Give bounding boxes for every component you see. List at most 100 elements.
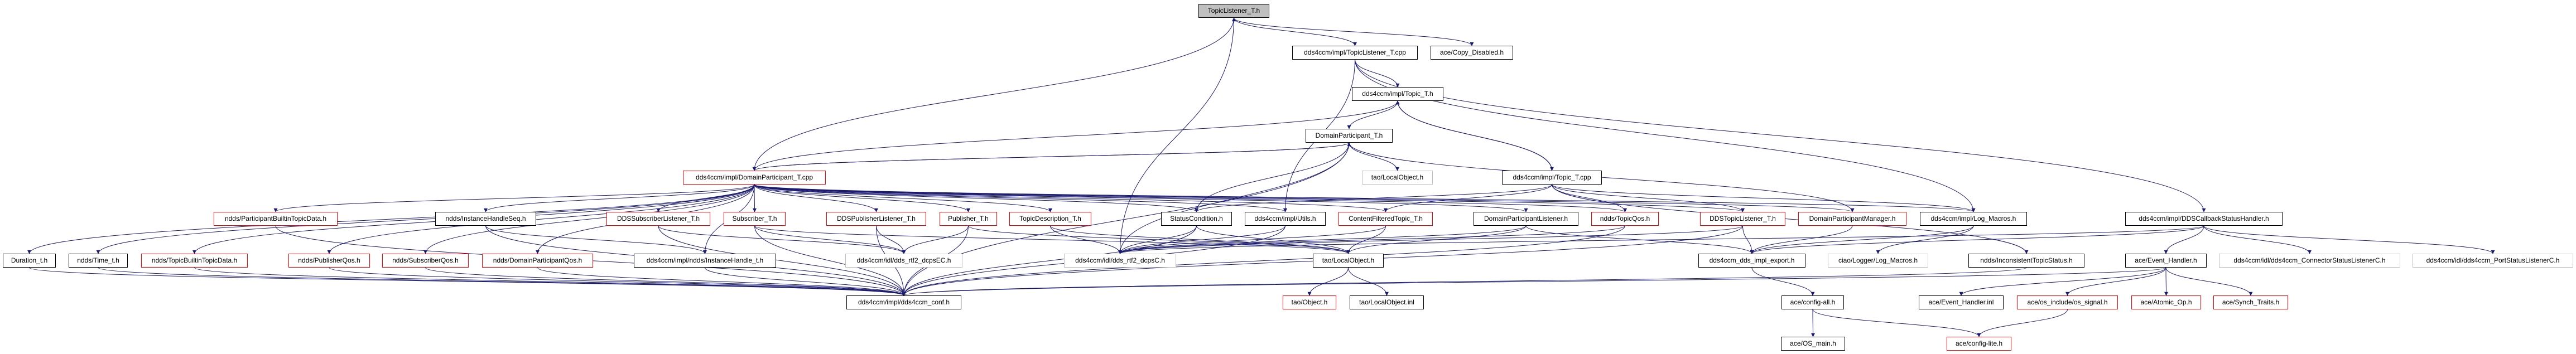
edge-tbtd-to-conf bbox=[194, 267, 906, 296]
edge-tl_h-to-copy bbox=[1234, 17, 1474, 46]
graph-node-topic-cpp[interactable]: dds4ccm/impl/Topic_T.cpp bbox=[1502, 171, 1602, 185]
graph-node-dur[interactable]: Duration_t.h bbox=[3, 254, 56, 268]
edge-logm-to-ciaolog bbox=[1876, 225, 1974, 254]
graph-node-logm[interactable]: dds4ccm/impl/Log_Macros.h bbox=[1920, 212, 2027, 226]
graph-node-connst[interactable]: dds4ccm/idl/dds4ccm_ConnectorStatusListe… bbox=[2219, 254, 2400, 268]
graph-node-evh[interactable]: ace/Event_Handler.h bbox=[2125, 254, 2207, 268]
graph-node-pqos[interactable]: ndds/PublisherQos.h bbox=[288, 254, 370, 268]
edge-cbsh-to-dcpsC bbox=[1118, 225, 2204, 254]
graph-node-cfgall[interactable]: ace/config-all.h bbox=[1781, 295, 1844, 309]
edge-lo-to-obj bbox=[1307, 267, 1349, 296]
graph-node-pbtd[interactable]: ndds/ParticipantBuiltinTopicData.h bbox=[214, 212, 338, 226]
graph-node-sub[interactable]: Subscriber_T.h bbox=[724, 212, 786, 226]
graph-node-osmain[interactable]: ace/OS_main.h bbox=[1781, 337, 1845, 351]
edge-dp_cpp-to-cft bbox=[754, 184, 1388, 212]
graph-node-tl-cpp[interactable]: dds4ccm/impl/TopicListener_T.cpp bbox=[1292, 46, 1418, 60]
graph-node-topic-h[interactable]: dds4ccm/impl/Topic_T.h bbox=[1352, 87, 1443, 101]
edge-dp_cpp-to-tl_h bbox=[754, 17, 1236, 171]
graph-node-pub[interactable]: Publisher_T.h bbox=[940, 212, 997, 226]
graph-node-sqos[interactable]: ndds/SubscriberQos.h bbox=[382, 254, 469, 268]
graph-node-lo-gray[interactable]: tao/LocalObject.h bbox=[1362, 171, 1433, 185]
edge-sqos-to-conf bbox=[425, 267, 906, 296]
graph-node-ciaolog[interactable]: ciao/Logger/Log_Macros.h bbox=[1828, 254, 1928, 268]
graph-node-portst[interactable]: dds4ccm/idl/dds4ccm_PortStatusListenerC.… bbox=[2413, 254, 2573, 268]
graph-node-dcpsc[interactable]: dds4ccm/idl/dds_rtf2_dcpsC.h bbox=[1064, 254, 1176, 268]
edge-dp_cpp-to-topic_h bbox=[754, 100, 1400, 171]
edge-evh-to-evhinl bbox=[1959, 267, 2166, 296]
edge-dp_cpp-to-pqos bbox=[327, 184, 755, 254]
edge-dp_cpp-to-ihseq bbox=[484, 184, 755, 212]
graph-node-dpl[interactable]: DomainParticipantListener.h bbox=[1474, 212, 1578, 226]
graph-node-ddspubl[interactable]: DDSPublisherListener_T.h bbox=[826, 212, 926, 226]
graph-node-atomic[interactable]: ace/Atomic_Op.h bbox=[2131, 295, 2201, 309]
graph-node-iht[interactable]: dds4ccm/impl/ndds/InstanceHandle_t.h bbox=[634, 254, 776, 268]
graph-node-evhinl[interactable]: ace/Event_Handler.inl bbox=[1919, 295, 2004, 309]
edge-topic_cpp-to-cft bbox=[1384, 184, 1552, 212]
graph-node-ossig[interactable]: ace/os_include/os_signal.h bbox=[2017, 295, 2118, 309]
edge-sub-to-dcpsEC bbox=[754, 225, 906, 254]
edge-tl_cpp-to-topic_h bbox=[1355, 59, 1400, 88]
graph-node-utils[interactable]: dds4ccm/impl/Utils.h bbox=[1245, 212, 1326, 226]
graph-node-tdesc[interactable]: TopicDescription_T.h bbox=[1009, 212, 1091, 226]
edge-dp_cpp-to-sqos bbox=[423, 184, 755, 254]
edge-dp_cpp-to-ddspubl bbox=[754, 184, 878, 212]
graph-node-dp-cpp[interactable]: dds4ccm/impl/DomainParticipant_T.cpp bbox=[683, 171, 826, 185]
edge-dpm-to-export bbox=[1750, 225, 1853, 254]
graph-node-tbtd[interactable]: ndds/TopicBuiltinTopicData.h bbox=[141, 254, 248, 268]
graph-node-conf[interactable]: dds4ccm/impl/dds4ccm_conf.h bbox=[846, 295, 961, 309]
graph-node-incons[interactable]: ndds/InconsistentTopicStatus.h bbox=[1968, 254, 2084, 268]
edge-cbsh-to-portst bbox=[2203, 225, 2495, 254]
graph-node-obj[interactable]: tao/Object.h bbox=[1283, 295, 1336, 309]
edge-dp_cpp-to-dpm bbox=[754, 184, 1854, 212]
edge-cfgall-to-cfglite bbox=[1812, 309, 1981, 337]
edge-ddstl-to-dcpsC bbox=[1118, 225, 1743, 254]
edge-topic_h-to-dp_h bbox=[1347, 100, 1398, 129]
edge-dp_cpp-to-dp_h bbox=[754, 142, 1351, 171]
edge-tqos-to-conf bbox=[902, 225, 1625, 296]
edge-tl_cpp-to-cbsh bbox=[1355, 59, 2206, 212]
graph-node-dpqos[interactable]: ndds/DomainParticipantQos.h bbox=[482, 254, 593, 268]
edge-lo-to-loinl bbox=[1348, 267, 1389, 296]
edge-statc-to-lo bbox=[1196, 225, 1350, 254]
graph-node-ihseq[interactable]: ndds/InstanceHandleSeq.h bbox=[435, 212, 536, 226]
edge-dp_h-to-lo_gray bbox=[1349, 142, 1399, 171]
edge-dp_cpp-to-dur bbox=[27, 184, 755, 254]
edge-dp_cpp-to-tqos bbox=[754, 184, 1627, 212]
edge-tqos-to-dcpsC bbox=[1118, 225, 1625, 254]
edge-evh-to-synch bbox=[2165, 267, 2253, 296]
edge-utils-to-dcpsC bbox=[1118, 225, 1285, 254]
graph-node-cfglite[interactable]: ace/config-lite.h bbox=[1947, 337, 2011, 351]
edge-dp_cpp-to-ddstl bbox=[754, 184, 1745, 212]
edge-tdesc-to-dcpsC bbox=[1050, 225, 1122, 254]
edge-cbsh-to-connst bbox=[2203, 225, 2312, 254]
graph-node-dpm[interactable]: DomainParticipantManager.h bbox=[1798, 212, 1906, 226]
graph-node-synch[interactable]: ace/Synch_Traits.h bbox=[2213, 295, 2288, 309]
graph-node-export[interactable]: dds4ccm_dds_impl_export.h bbox=[1698, 254, 1805, 268]
graph-node-copy[interactable]: ace/Copy_Disabled.h bbox=[1431, 46, 1513, 60]
edge-dp_cpp-to-pbtd bbox=[273, 184, 755, 212]
graph-node-time[interactable]: ndds/Time_t.h bbox=[69, 254, 128, 268]
edge-pub-to-dcpsEC bbox=[902, 225, 969, 254]
edge-dp_cpp-to-time bbox=[96, 184, 755, 254]
edge-ossig-to-cfglite bbox=[1977, 309, 2068, 337]
edge-topic_cpp-to-logm bbox=[1552, 184, 1976, 212]
edge-tl_h-to-tl_cpp bbox=[1234, 17, 1357, 46]
edge-export-to-cfgall bbox=[1751, 267, 1815, 296]
graph-node-dp-h[interactable]: DomainParticipant_T.h bbox=[1306, 129, 1393, 143]
edge-dpqos-to-conf bbox=[537, 267, 906, 296]
graph-node-lo[interactable]: tao/LocalObject.h bbox=[1313, 254, 1384, 268]
graph-node-ddssubl[interactable]: DDSSubscriberListener_T.h bbox=[606, 212, 710, 226]
graph-node-tqos[interactable]: ndds/TopicQos.h bbox=[1591, 212, 1659, 226]
graph-node-ddstl[interactable]: DDSTopicListener_T.h bbox=[1700, 212, 1785, 226]
edge-tl_h-to-dcpsC bbox=[1118, 17, 1234, 254]
edge-sub-to-lo bbox=[754, 225, 1350, 254]
graph-node-cft[interactable]: ContentFilteredTopic_T.h bbox=[1338, 212, 1433, 226]
graph-node-statc[interactable]: StatusCondition.h bbox=[1161, 212, 1232, 226]
edge-dp_cpp-to-utils bbox=[754, 184, 1287, 212]
edge-dp_cpp-to-sub bbox=[752, 184, 757, 212]
graph-node-cbsh[interactable]: dds4ccm/impl/DDSCallbackStatusHandler.h bbox=[2125, 212, 2283, 226]
graph-node-loinl[interactable]: tao/LocalObject.inl bbox=[1350, 295, 1424, 309]
edge-topic_cpp-to-ddstl bbox=[1552, 184, 1745, 212]
edge-dp_cpp-to-tdesc bbox=[754, 184, 1052, 212]
graph-node-dcpsec[interactable]: dds4ccm/idl/dds_rtf2_dcpsEC.h bbox=[845, 254, 962, 268]
